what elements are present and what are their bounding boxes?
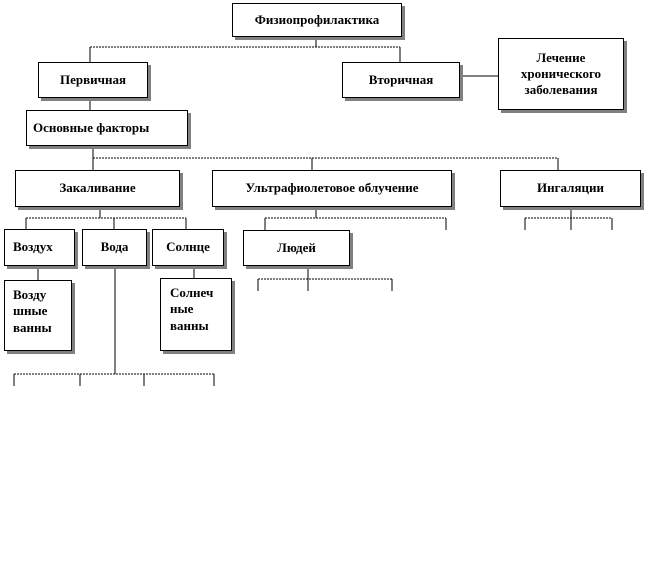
node-air: Воздух (4, 229, 75, 266)
node-sun: Солнце (152, 229, 224, 266)
node-label: Вода (100, 239, 129, 255)
node-label: Воздух (13, 239, 53, 255)
node-label-line: ванны (13, 319, 52, 335)
node-label-line: шные (13, 303, 48, 319)
node-main-factors: Основные факторы (26, 110, 188, 146)
node-label: Вторичная (368, 71, 434, 87)
node-label: Первичная (60, 71, 126, 87)
node-label: Физиопрофилактика (254, 11, 380, 27)
node-label: Ингаляции (537, 180, 604, 196)
node-physioprophylaxis: Физиопрофилактика (232, 3, 402, 37)
node-sun-baths: Солнеч ные ванны (160, 278, 232, 351)
node-label-line: Солнеч (170, 285, 214, 300)
node-label: Солнце (166, 239, 210, 255)
node-label: Закаливание (59, 180, 136, 196)
node-label-line: Лечение (536, 49, 586, 65)
node-chronic-treatment: Лечение хронического заболевания (498, 38, 624, 110)
node-secondary: Вторичная (342, 62, 460, 98)
node-label-line: хронического (520, 65, 602, 81)
node-label: Людей (277, 239, 316, 255)
node-label-line: ные (170, 301, 194, 317)
node-water: Вода (82, 229, 147, 266)
node-hardening: Закаливание (15, 170, 180, 207)
node-label-line: ванны (170, 317, 209, 333)
node-label-line: Возду (13, 287, 47, 302)
node-label: Основные факторы (33, 119, 150, 135)
node-label-line: заболевания (524, 82, 598, 98)
node-label: Ультрафиолетовое облучение (245, 180, 419, 196)
node-people: Людей (243, 230, 350, 266)
node-inhalation: Ингаляции (500, 170, 641, 207)
node-air-baths: Возду шные ванны (4, 280, 72, 351)
node-uv-irradiation: Ультрафиолетовое облучение (212, 170, 452, 207)
node-primary: Первичная (38, 62, 148, 98)
